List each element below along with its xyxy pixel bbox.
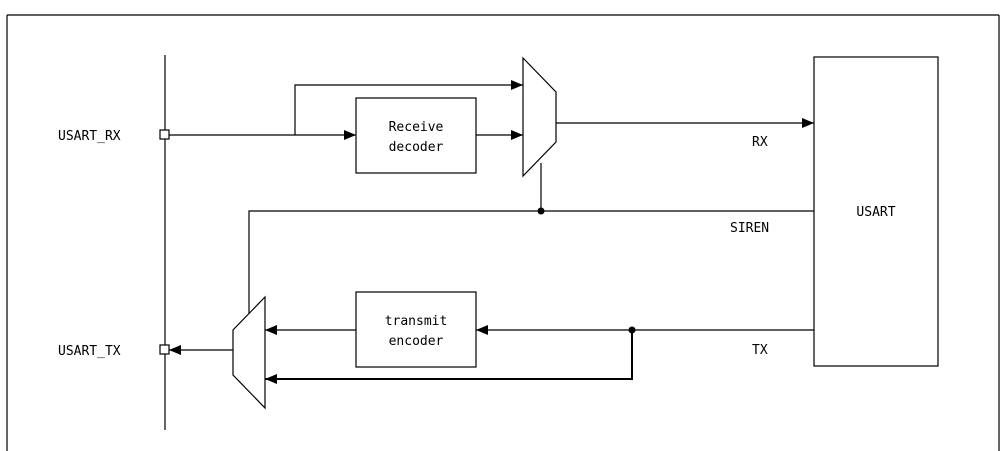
transmit-encoder-label-line1: transmit: [385, 314, 448, 329]
receive-decoder-block: [355, 97, 477, 174]
rx-multiplexer: [522, 56, 557, 178]
tx-multiplexer: [232, 295, 266, 410]
tx-bypass-wire: [265, 330, 633, 384]
rx-bypass-wire: [294, 80, 523, 135]
tx-signal-label: TX: [752, 343, 768, 358]
usart-rx-pin: [159, 129, 170, 140]
usart-rx-pin-label: USART_RX: [58, 129, 121, 144]
receive-decoder-label-line2: decoder: [389, 140, 444, 155]
transmit-encoder-block: [355, 291, 477, 368]
usart-block-label: USART: [856, 205, 895, 220]
usart-tx-pin: [159, 344, 170, 355]
receive-decoder-label-line1: Receive: [389, 120, 444, 135]
siren-line: [248, 210, 814, 313]
rx-signal-label: RX: [752, 135, 768, 150]
siren-junction-dot: [537, 207, 545, 215]
usart-tx-pin-label: USART_TX: [58, 344, 121, 359]
siren-signal-label: SIREN: [730, 221, 769, 236]
transmit-encoder-label-line2: encoder: [389, 334, 444, 349]
